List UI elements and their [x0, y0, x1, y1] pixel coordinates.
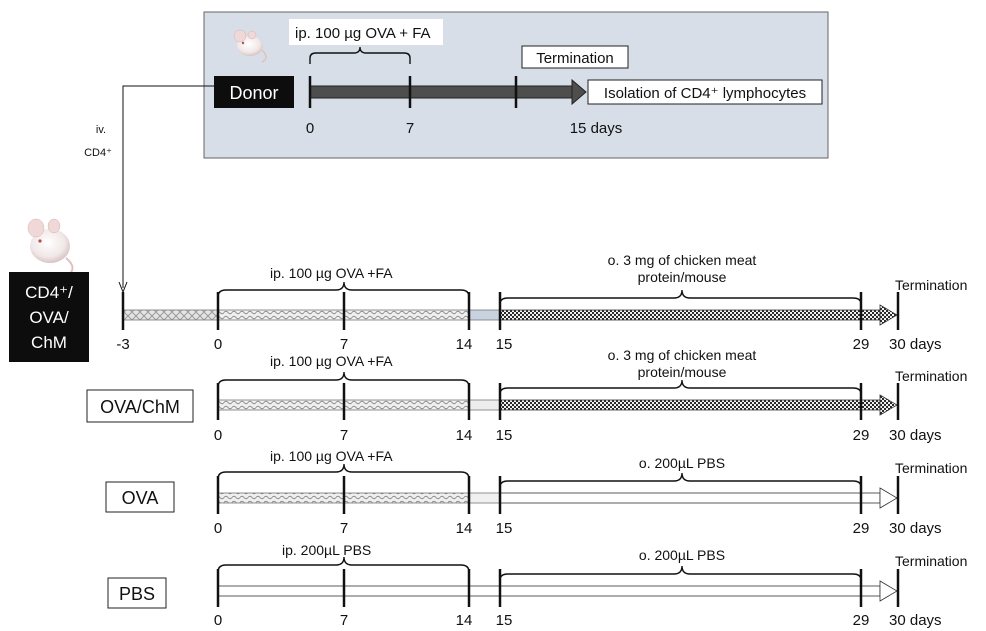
challenge-label: protein/mouse — [638, 269, 727, 285]
donor-tick-label: 0 — [306, 120, 314, 137]
challenge-brace — [499, 472, 862, 488]
timeline-arrowhead — [879, 487, 898, 509]
tick-label: 29 — [853, 427, 870, 444]
group-label: PBS — [119, 584, 155, 604]
sensitization-brace — [217, 556, 470, 575]
tick-label: 7 — [340, 520, 348, 537]
tick-label: 14 — [456, 520, 473, 537]
rest-segment — [468, 399, 501, 411]
group-label: OVA/ChM — [100, 397, 180, 417]
donor-isolation-box — [587, 79, 823, 105]
tick-label: 0 — [214, 612, 222, 629]
sensitization-label: ip. 200µL PBS — [282, 542, 371, 558]
challenge-segment — [499, 585, 881, 597]
tick-label: 0 — [214, 427, 222, 444]
transfer-cell-label: CD4⁺ — [84, 147, 112, 159]
group-label: CD4⁺/ — [25, 283, 73, 302]
tick-label: 15 — [496, 336, 513, 353]
donor-tick-label: 7 — [406, 120, 414, 137]
cd4-transfer-arrow: iv. CD4⁺ — [84, 85, 214, 294]
donor-treatment-label: ip. 100 µg OVA + FA — [295, 25, 431, 42]
sensitization-segment — [217, 585, 501, 597]
challenge-label: o. 3 mg of chicken meat — [608, 347, 757, 363]
challenge-label: o. 200µL PBS — [639, 455, 725, 471]
pre-transfer-segment — [122, 309, 219, 321]
termination-label: Termination — [895, 368, 967, 384]
sensitization-label: ip. 100 µg OVA +FA — [270, 353, 393, 369]
recipient-mouse-icon — [27, 218, 74, 276]
sensitization-brace — [217, 281, 470, 300]
donor-termination-label: Termination — [536, 50, 614, 67]
challenge-brace — [499, 289, 862, 305]
donor-panel: Donor ip. 100 µg OVA + FA Termination Is… — [203, 11, 829, 159]
tick-label: 14 — [456, 427, 473, 444]
sensitization-label: ip. 100 µg OVA +FA — [270, 265, 393, 281]
challenge-segment — [499, 399, 881, 411]
timeline-arrowhead — [879, 580, 898, 602]
donor-timeline-bar — [309, 85, 573, 99]
challenge-segment — [499, 492, 881, 504]
challenge-brace — [499, 379, 862, 395]
tick-label: 0 — [214, 520, 222, 537]
tick-label: 29 — [853, 336, 870, 353]
donor-label: Donor — [229, 83, 278, 103]
tick-label: -3 — [116, 336, 129, 353]
tick-label: 7 — [340, 427, 348, 444]
timeline-arrowhead — [879, 394, 898, 416]
tick-label: 7 — [340, 612, 348, 629]
transfer-route-label: iv. — [96, 124, 106, 136]
termination-label: Termination — [895, 460, 967, 476]
challenge-label: o. 3 mg of chicken meat — [608, 252, 757, 268]
donor-termination-box — [521, 45, 629, 69]
tick-label: 15 — [496, 427, 513, 444]
tick-label: 15 — [496, 612, 513, 629]
tick-label: 29 — [853, 520, 870, 537]
sensitization-brace — [217, 463, 470, 482]
challenge-label: o. 200µL PBS — [639, 547, 725, 563]
tick-label: 14 — [456, 336, 473, 353]
group-label-box — [107, 577, 167, 609]
tick-label: 7 — [340, 336, 348, 353]
donor-label-box — [214, 76, 294, 108]
donor-mouse-icon — [233, 29, 267, 63]
group-ova: OVA ip. 100 µg OVA +FA o. 200µL PBS Term… — [105, 448, 967, 537]
tick-label: 14 — [456, 612, 473, 629]
tick-label: 30 days — [889, 612, 942, 629]
tick-label: 0 — [214, 336, 222, 353]
sensitization-label: ip. 100 µg OVA +FA — [270, 448, 393, 464]
donor-treatment-box — [289, 19, 443, 45]
group-cd4-ova-chm: CD4⁺/ OVA/ ChM ip. 100 µg OVA +FA o. 3 m… — [9, 218, 967, 362]
sensitization-brace — [217, 371, 470, 390]
tick-label: 30 days — [889, 520, 942, 537]
group-label: OVA — [122, 488, 159, 508]
rest-segment — [468, 309, 501, 321]
tick-label: 30 days — [889, 336, 942, 353]
group-pbs: PBS ip. 200µL PBS o. 200µL PBS Terminati… — [107, 542, 967, 629]
tick-label: 15 — [496, 520, 513, 537]
group-label: OVA/ — [29, 308, 69, 327]
challenge-brace — [499, 565, 862, 581]
termination-label: Termination — [895, 277, 967, 293]
group-label: ChM — [31, 333, 67, 352]
donor-timeline-arrowhead — [571, 78, 587, 106]
challenge-label: protein/mouse — [638, 364, 727, 380]
donor-isolation-label: Isolation of CD4⁺ lymphocytes — [604, 85, 806, 102]
donor-tick-label: 15 days — [570, 120, 623, 137]
rest-segment — [468, 492, 501, 504]
group-label-box — [9, 272, 89, 362]
group-ova-chm: OVA/ChM ip. 100 µg OVA +FA o. 3 mg of ch… — [86, 347, 967, 444]
tick-label: 30 days — [889, 427, 942, 444]
timeline-arrowhead — [879, 304, 898, 326]
group-label-box — [105, 481, 175, 513]
donor-treatment-brace — [309, 46, 411, 64]
tick-label: 29 — [853, 612, 870, 629]
termination-label: Termination — [895, 553, 967, 569]
group-label-box — [86, 389, 194, 423]
challenge-segment — [499, 309, 881, 321]
